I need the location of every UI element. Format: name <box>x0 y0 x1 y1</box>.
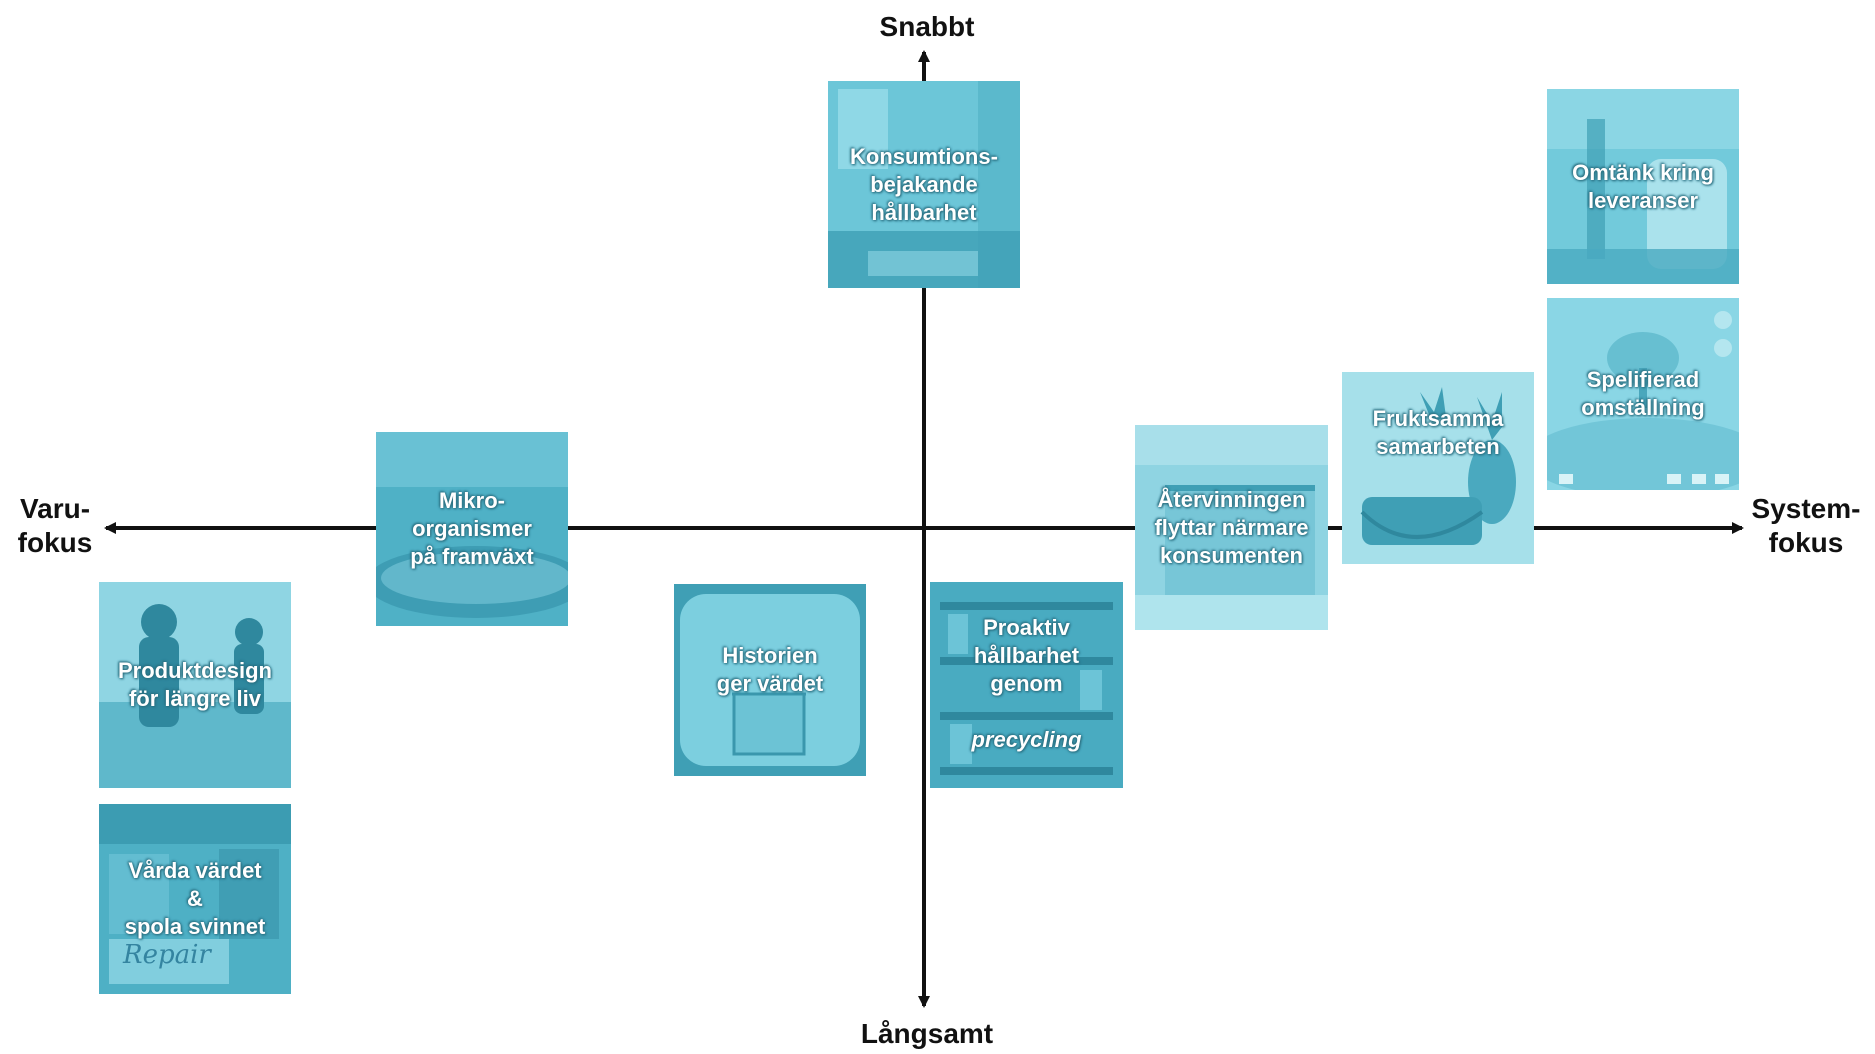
tile-atervinningen: Återvinningen flyttar närmare konsumente… <box>1135 425 1328 630</box>
tile-proaktiv-label-main: Proaktiv hållbarhet genom <box>973 615 1080 696</box>
tile-atervinningen-label: Återvinningen flyttar närmare konsumente… <box>1154 486 1309 568</box>
children-playing-icon <box>99 582 291 788</box>
tile-spelifierad-label: Spelifierad omställning <box>1581 367 1705 420</box>
recycling-station-icon <box>1135 425 1328 630</box>
tile-produktdesign-label: Produktdesign för längre liv <box>117 658 272 711</box>
tile-produktdesign: Produktdesign för längre liv <box>99 582 291 788</box>
petri-dish-icon <box>376 432 568 626</box>
denim-pillow-icon <box>674 584 866 776</box>
tile-proaktiv-label: Proaktiv hållbarhet genom precycling <box>965 586 1087 754</box>
tile-fruktsamma-label: Fruktsamma samarbeten <box>1372 406 1504 459</box>
tile-historien-label: Historien ger värdet <box>716 643 824 696</box>
tile-omtank: Omtänk kring leveranser <box>1547 89 1739 284</box>
tile-historien: Historien ger värdet <box>674 584 866 776</box>
delivery-vehicle-icon <box>1547 89 1739 284</box>
axis-label-left: Varu- fokus <box>17 493 93 558</box>
repair-sign: Repair <box>123 940 211 970</box>
tile-omtank-label: Omtänk kring leveranser <box>1572 159 1714 213</box>
axis-label-right: System- fokus <box>1751 493 1861 558</box>
axis-label-top: Snabbt <box>879 11 975 42</box>
tile-spelifierad: Spelifierad omställning <box>1547 298 1739 490</box>
axis-label-bottom: Långsamt <box>860 1018 994 1049</box>
tile-varda-label: Vårda värdet & spola svinnet <box>124 858 266 939</box>
game-screen-icon <box>1547 298 1739 490</box>
interior-photo-icon <box>828 81 1020 288</box>
tile-mikro: Mikro- organismer på framväxt <box>376 432 568 626</box>
tile-varda: Vårda värdet & spola svinnet Repair <box>99 804 291 994</box>
tile-fruktsamma: Fruktsamma samarbeten <box>1342 372 1534 564</box>
pineapple-bag-icon <box>1342 372 1534 564</box>
tile-konsumtion-label: Konsumtions- bejakande hållbarhet <box>850 143 998 225</box>
tile-proaktiv: Proaktiv hållbarhet genom precycling <box>930 582 1123 788</box>
tile-mikro-label: Mikro- organismer på framväxt <box>410 488 534 569</box>
shop-shelves-icon <box>930 582 1123 788</box>
tile-proaktiv-label-italic: precycling <box>971 727 1082 752</box>
tile-konsumtion: Konsumtions- bejakande hållbarhet <box>828 81 1020 288</box>
repair-shop-icon <box>99 804 291 994</box>
